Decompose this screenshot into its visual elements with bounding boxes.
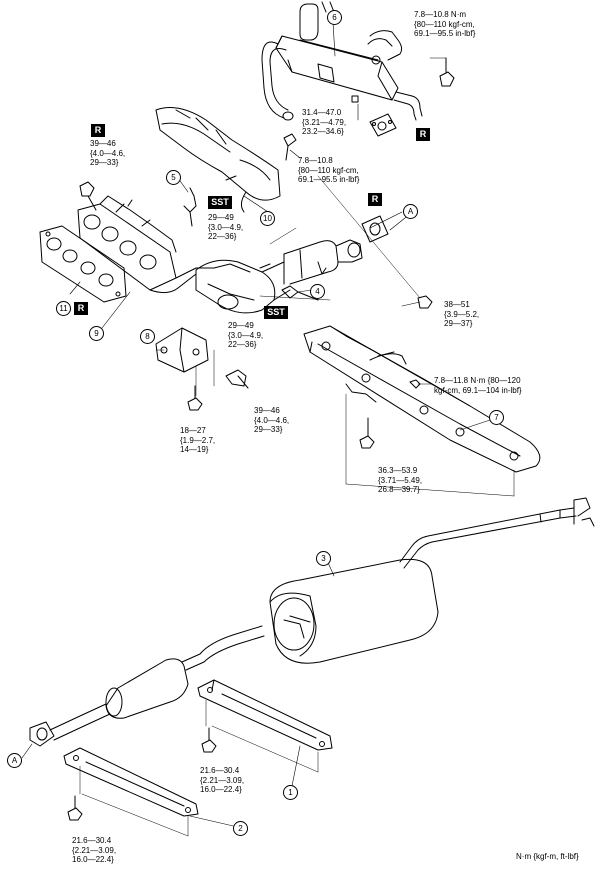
intermediate-pipe xyxy=(29,625,265,747)
torque-label-top-right: 7.8—10.8 N·m {80—110 kgf-cm, 69.1—95.5 i… xyxy=(414,10,476,38)
reuse-badge-gasket-11: R xyxy=(74,302,88,315)
torque-label-sensor-5: 29—49 {3.0—4.9, 22—36} xyxy=(208,213,244,241)
callout-7: 7 xyxy=(489,410,504,425)
torque-label-crossmember: 7.8—11.8 N·m {80—120 kgf-cm, 69.1—104 in… xyxy=(434,376,522,395)
gasket-11 xyxy=(39,225,127,303)
callout-2: 2 xyxy=(233,821,248,836)
torque-label-manifold-nut: 39—46 {4.0—4.6, 29—33} xyxy=(90,139,126,167)
torque-label-hanger-center: 31.4—47.0 {3.21—4.79, 23.2—34.6} xyxy=(302,108,347,136)
nut-top-right xyxy=(439,57,455,87)
torque-label-flange-nut: 38—51 {3.9—5.2, 29—37} xyxy=(444,300,480,328)
crossmember-7 xyxy=(303,325,541,473)
bolt-center xyxy=(225,369,249,389)
exhaust-manifold-9 xyxy=(77,195,215,294)
callout-9: 9 xyxy=(89,326,104,341)
callout-1: 1 xyxy=(283,785,298,800)
insulator-bolt xyxy=(283,133,297,161)
catalytic-converter xyxy=(195,239,363,314)
units-legend: N·m {kgf-m, ft-lbf} xyxy=(516,852,579,861)
reuse-badge-gasket-a: R xyxy=(368,193,382,206)
hanger-1 xyxy=(197,679,333,751)
reuse-badge-pipe-gasket: R xyxy=(416,128,430,141)
torque-label-sensor-4: 29—49 {3.0—4.9, 22—36} xyxy=(228,321,264,349)
callout-3: 3 xyxy=(316,551,331,566)
bracket-8 xyxy=(155,327,209,373)
sensor-5 xyxy=(183,187,197,227)
torque-label-bolt-center: 39—46 {4.0—4.6, 29—33} xyxy=(254,406,290,434)
callout-8: 8 xyxy=(140,329,155,344)
gasket-a xyxy=(361,215,389,243)
callout-4: 4 xyxy=(310,284,325,299)
torque-label-crossmember-bolt: 36.3—53.9 {3.71—5.49, 26.8—39.7} xyxy=(378,466,423,494)
callout-10: 10 xyxy=(260,211,275,226)
hanger-1-bolt xyxy=(201,727,217,753)
reuse-badge-manifold-nut: R xyxy=(91,124,105,137)
heat-insulator-10 xyxy=(155,107,281,213)
gasket-flange xyxy=(369,113,397,137)
callout-11: 11 xyxy=(56,301,71,316)
sst-badge-sensor-5: SST xyxy=(208,196,232,209)
hanger-2 xyxy=(63,747,199,817)
manifold-nut xyxy=(79,181,97,211)
crossmember-bolt xyxy=(359,417,375,449)
torque-label-heat-insulator: 7.8—10.8 {80—110 kgf-cm, 69.1—95.5 in-lb… xyxy=(298,156,360,184)
main-muffler-3 xyxy=(269,497,595,664)
sst-badge-sensor-4: SST xyxy=(264,306,288,319)
bolt-bracket xyxy=(187,385,203,411)
callout-a-bottom: A xyxy=(7,753,22,768)
pipe-assembly-6 xyxy=(261,1,423,121)
flange-nut xyxy=(417,295,433,309)
callout-a-top: A xyxy=(403,204,418,219)
torque-label-hanger-1: 21.6—30.4 {2.21—3.09, 16.0—22.4} xyxy=(200,766,245,794)
torque-label-bracket-8: 18—27 {1.9—2.7, 14—19} xyxy=(180,426,216,454)
hanger-2-bolt xyxy=(67,795,83,821)
guide-lines xyxy=(79,175,515,837)
callout-5: 5 xyxy=(166,170,181,185)
torque-label-hanger-2: 21.6—30.4 {2.21—3.09, 16.0—22.4} xyxy=(72,836,117,864)
callout-6: 6 xyxy=(327,10,342,25)
